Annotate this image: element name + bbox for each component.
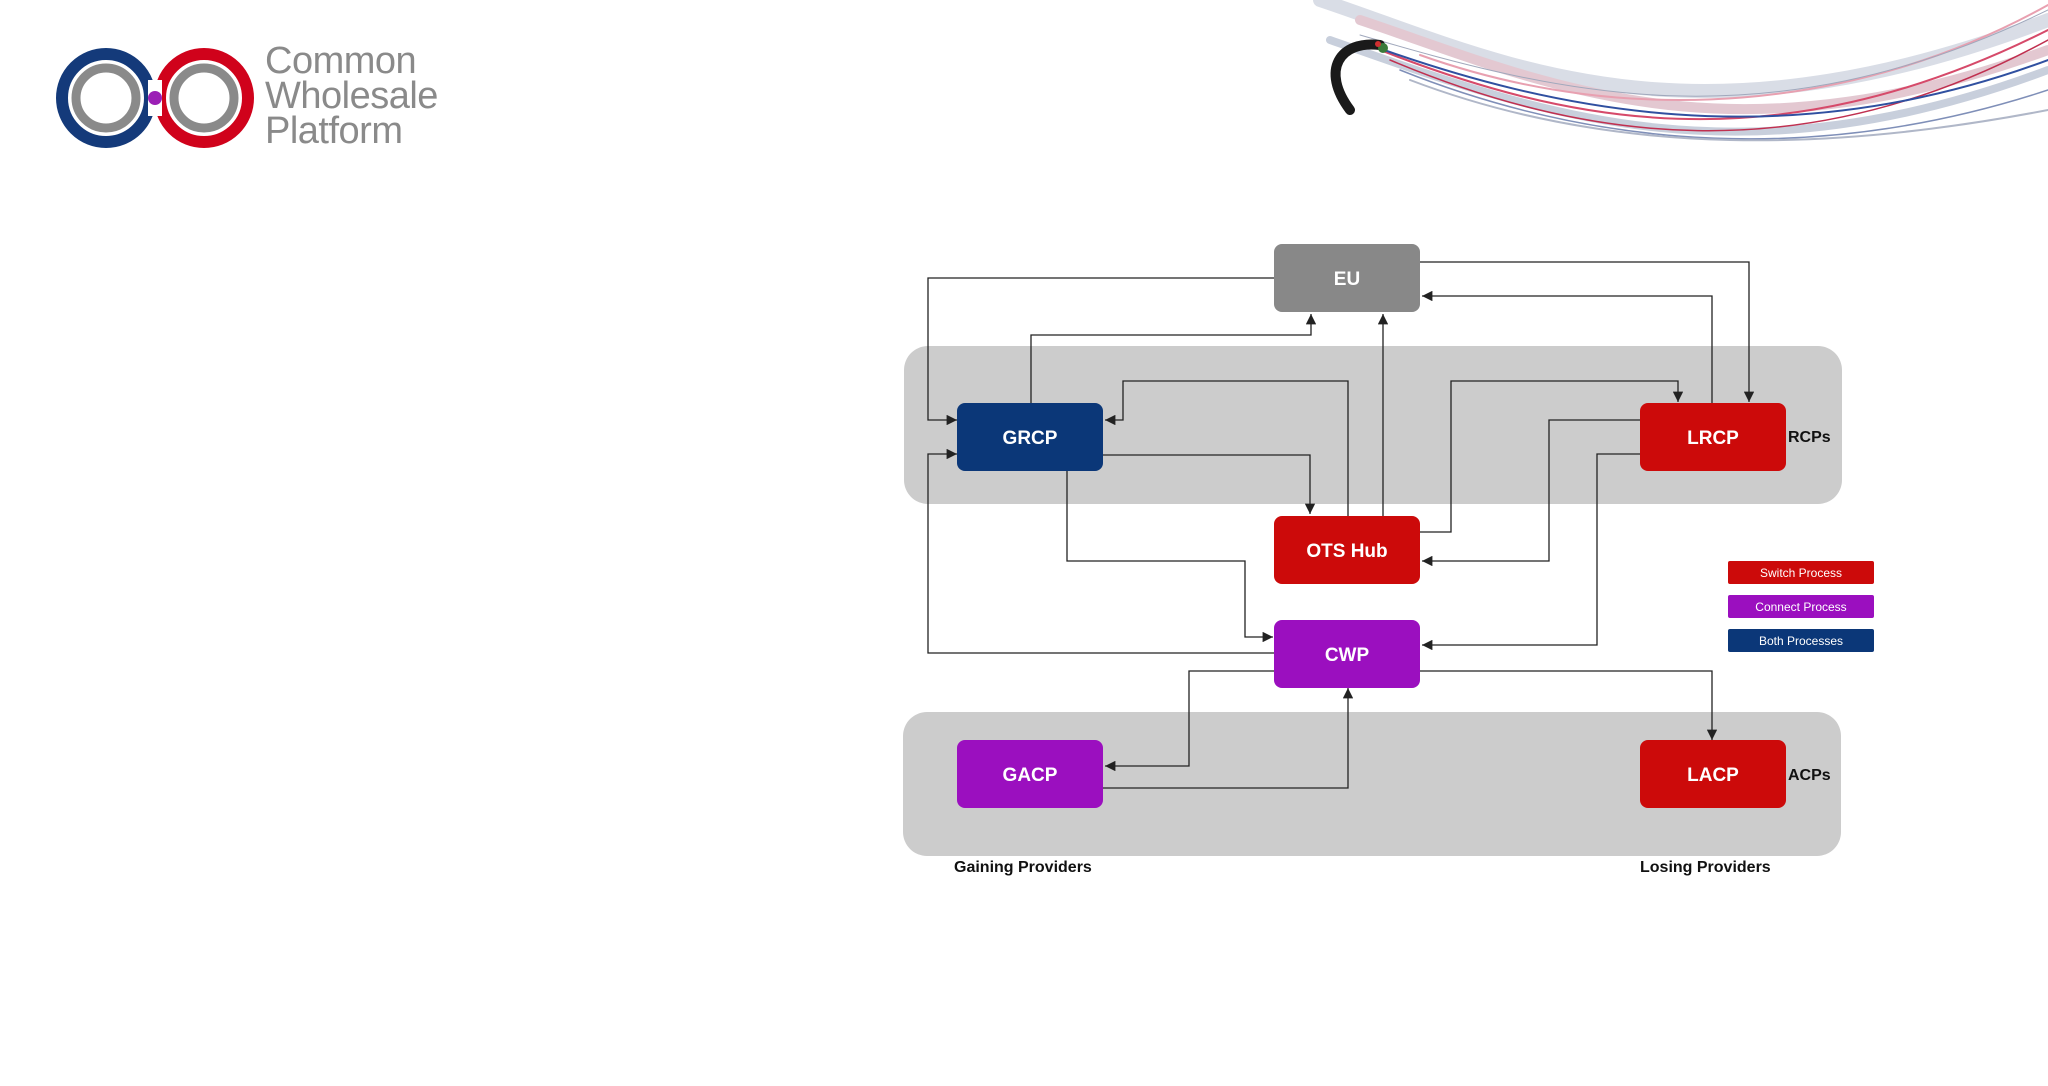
node-cwp: CWP: [1274, 620, 1420, 688]
logo-rings-icon: [56, 48, 254, 148]
edge-grcp-to-cwp: [1066, 470, 1273, 643]
edge-cwp-to-grcp: [927, 448, 1274, 654]
acps-group-band: [903, 712, 1841, 856]
legend-switch-process: Switch Process: [1728, 561, 1874, 584]
legend-connect-process: Connect Process: [1728, 595, 1874, 618]
edge-grcp-to-eu: [1030, 314, 1317, 404]
node-lacp-label: LACP: [1687, 765, 1739, 786]
node-cwp-label: CWP: [1325, 645, 1370, 666]
edge-otshub-to-grcp: [1105, 380, 1349, 516]
rcps-label: RCPs: [1788, 429, 1831, 446]
node-eu: EU: [1274, 244, 1420, 312]
losing-providers-caption: Losing Providers: [1640, 859, 1771, 876]
logo-wordmark: Common Wholesale Platform: [265, 40, 438, 152]
node-lrcp: LRCP: [1640, 403, 1786, 471]
edge-grcp-to-otshub: [1103, 454, 1316, 514]
fibre-optic-banner: [1313, 0, 2048, 142]
legend-connect-process-label: Connect Process: [1755, 600, 1846, 614]
logo-line-2: Wholesale: [265, 75, 438, 117]
node-otshub: OTS Hub: [1274, 516, 1420, 584]
node-lrcp-label: LRCP: [1687, 428, 1739, 449]
diagram-connectors: [927, 261, 1755, 789]
acps-label: ACPs: [1788, 767, 1831, 784]
legend-both-processes: Both Processes: [1728, 629, 1874, 652]
node-otshub-label: OTS Hub: [1306, 541, 1387, 562]
node-lacp: LACP: [1640, 740, 1786, 808]
edge-eu-to-grcp: [927, 277, 1274, 426]
edge-lrcp-to-otshub: [1422, 419, 1640, 567]
node-eu-label: EU: [1334, 269, 1360, 290]
cwp-logo: [56, 48, 254, 148]
edge-eu-to-lrcp: [1420, 261, 1755, 402]
edge-lrcp-to-cwp: [1422, 453, 1640, 651]
node-gacp-label: GACP: [1003, 765, 1058, 786]
legend-switch-process-label: Switch Process: [1760, 566, 1842, 580]
legend-both-processes-label: Both Processes: [1759, 634, 1843, 648]
node-grcp-label: GRCP: [1003, 428, 1058, 449]
edge-otshub-to-lrcp: [1419, 380, 1684, 533]
rcps-group-band: [904, 346, 1842, 504]
node-grcp: GRCP: [957, 403, 1103, 471]
node-gacp: GACP: [957, 740, 1103, 808]
edge-cwp-to-gacp: [1105, 670, 1274, 772]
edge-cwp-to-lacp: [1420, 670, 1718, 740]
legend: Switch Process Connect Process Both Proc…: [1728, 561, 1874, 652]
logo-line-3: Platform: [265, 110, 403, 152]
logo-line-1: Common: [265, 40, 417, 82]
edge-gacp-to-cwp: [1097, 688, 1354, 789]
edge-lrcp-to-eu: [1422, 290, 1713, 404]
gaining-providers-caption: Gaining Providers: [954, 859, 1092, 876]
